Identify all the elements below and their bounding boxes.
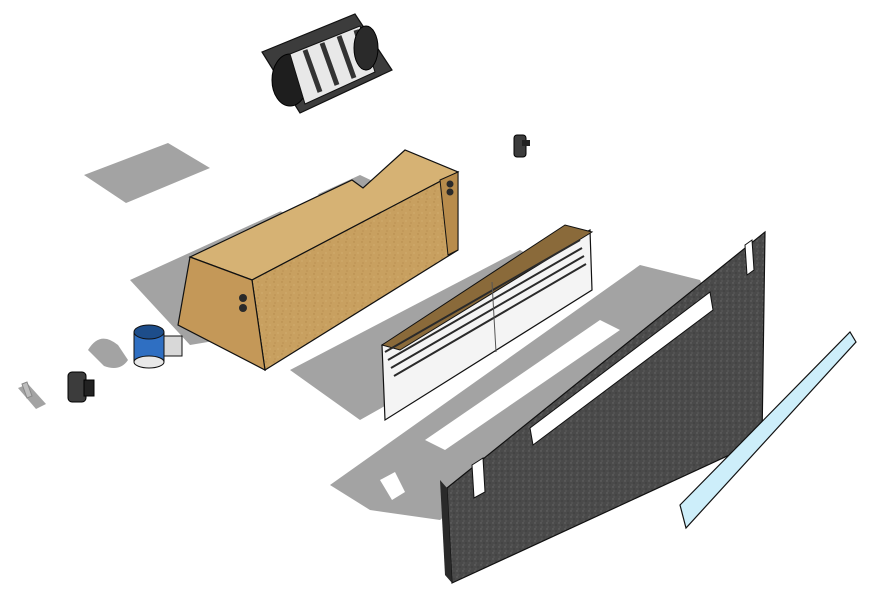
panel-shadow-cutout [425, 320, 620, 450]
connector-icon [513, 134, 530, 158]
bracket-icon [21, 381, 33, 399]
pump-base [133, 355, 165, 369]
housing-back-end [439, 171, 459, 256]
exchanger-divider [491, 281, 497, 353]
exchanger-fin-lines [384, 239, 587, 377]
clip-body [67, 371, 87, 403]
motor-right-cap [353, 25, 379, 71]
clip-tab [83, 379, 95, 397]
pump-icon [133, 324, 183, 369]
glass-strip-icon [679, 331, 857, 530]
pump-top [133, 324, 165, 340]
motor-drum-ribs [302, 29, 371, 93]
housing-end-face [177, 256, 266, 372]
panel-slot [529, 291, 714, 446]
panel-shadow-cutout-2 [380, 472, 405, 500]
heat-exchanger-icon [380, 224, 594, 422]
bracket-body [21, 381, 33, 399]
housing-bolts [239, 180, 454, 312]
clip-icon [67, 371, 95, 403]
front-panel-icon [440, 230, 766, 584]
panel-edge [440, 480, 452, 583]
panel-notch [471, 457, 486, 499]
panel-tab [744, 239, 755, 276]
glass-face [679, 331, 857, 530]
blower-motor-icon [261, 13, 393, 114]
pump-shadow [88, 338, 128, 368]
motor-shadow [84, 143, 210, 203]
exchanger-fins [380, 224, 594, 351]
connector-tab [522, 140, 530, 146]
wooden-housing-icon [177, 149, 460, 372]
